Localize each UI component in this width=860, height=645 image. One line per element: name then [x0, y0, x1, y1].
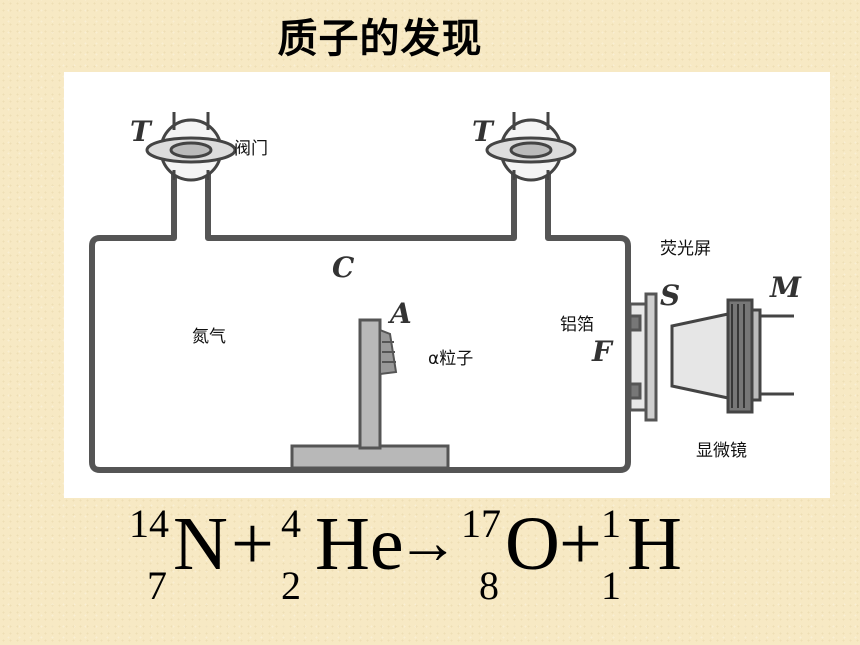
reaction-equation: 14 7 N + 4 2 He → 17 8 O + 1 1 H: [125, 500, 765, 640]
letter-s: S: [660, 279, 681, 312]
plus-sign-1: +: [231, 502, 274, 586]
label-alpha-particle: α粒子: [428, 349, 474, 369]
h-mass-number: 1: [601, 501, 621, 546]
plus-sign-2: +: [559, 502, 602, 586]
letter-m: M: [770, 271, 801, 304]
he-atomic-number: 2: [281, 563, 301, 608]
h-atomic-number: 1: [601, 563, 621, 608]
he-symbol: He: [315, 502, 404, 586]
alpha-source: [379, 328, 398, 376]
letter-a: A: [390, 297, 412, 330]
letter-c: C: [332, 251, 355, 284]
reaction-arrow: →: [397, 509, 459, 577]
apparatus-diagram: T T C A S F M 阀门 氮气 α粒子 铝箔 荧光屏 显微镜: [64, 72, 830, 498]
o-symbol: O: [505, 502, 560, 586]
valve-left: [145, 112, 237, 182]
n-mass-number: 14: [129, 501, 169, 546]
valve-right: [485, 112, 577, 182]
he-mass-number: 4: [281, 501, 301, 546]
n-symbol: N: [173, 502, 228, 586]
n-atomic-number: 7: [147, 563, 167, 608]
left-tube-inner: [205, 167, 517, 241]
h-symbol: H: [627, 502, 682, 586]
letter-t-left: T: [130, 115, 151, 148]
label-microscope: 显微镜: [696, 441, 747, 461]
chamber-outline: [89, 167, 631, 473]
label-nitrogen: 氮气: [192, 327, 226, 347]
foil-window: [628, 292, 658, 422]
o-atomic-number: 8: [479, 563, 499, 608]
label-fluorescent-screen: 荧光屏: [660, 239, 711, 259]
label-valve: 阀门: [234, 139, 268, 159]
o-mass-number: 17: [461, 501, 501, 546]
microscope-drawing: [670, 298, 794, 414]
page-title: 质子的发现: [277, 16, 483, 62]
letter-f: F: [592, 335, 612, 368]
alpha-source-stand: [290, 318, 450, 470]
label-aluminum-foil: 铝箔: [560, 315, 594, 335]
apparatus-drawing: [89, 112, 794, 473]
letter-t-right: T: [472, 115, 493, 148]
